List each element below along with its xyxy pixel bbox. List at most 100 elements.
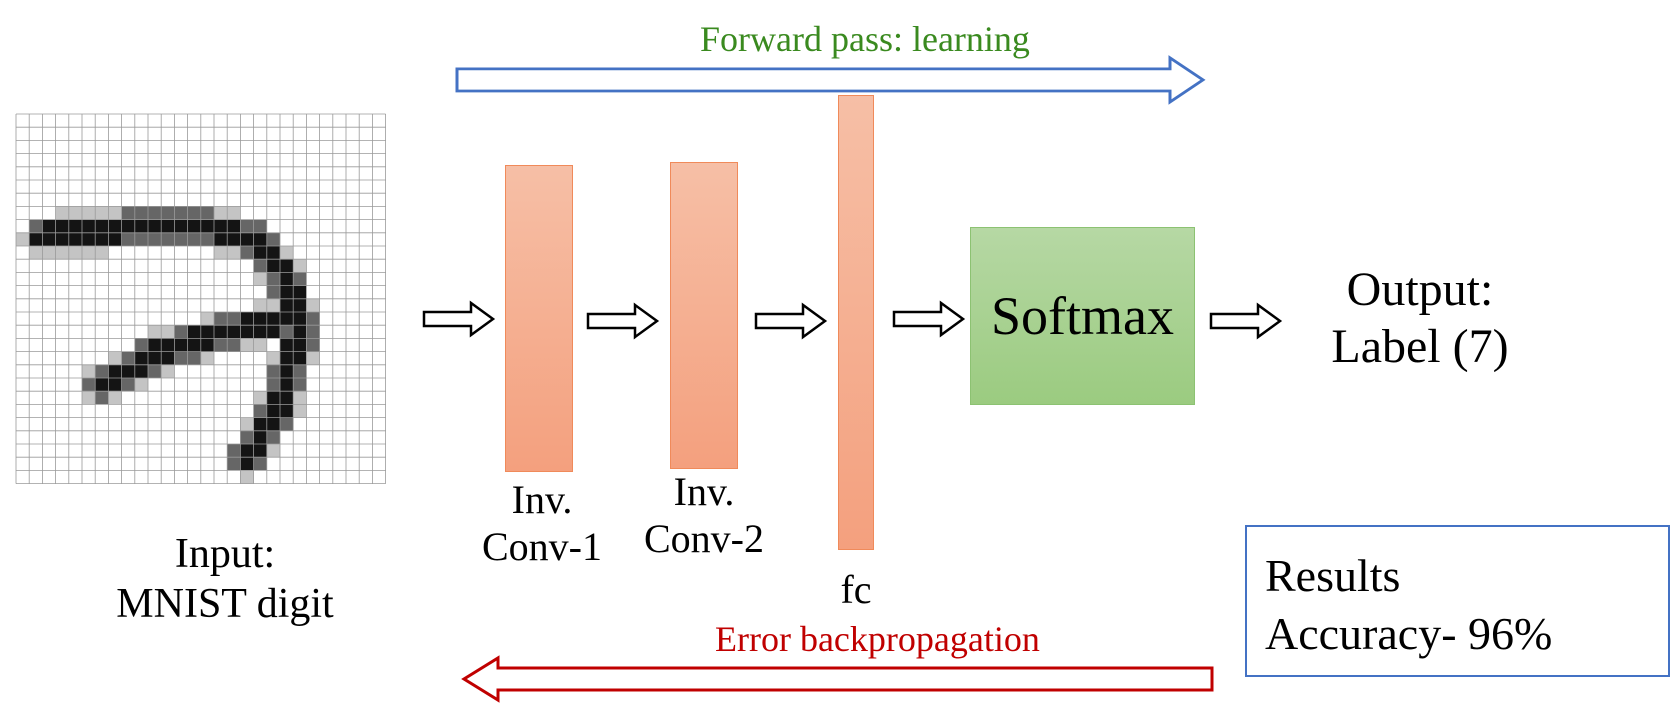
digit-pixel: [280, 378, 294, 392]
digit-pixel: [161, 219, 175, 233]
inv-conv-2-label: Inv. Conv-2: [622, 468, 786, 562]
digit-pixel: [95, 206, 109, 220]
digit-pixel: [227, 325, 241, 339]
digit-pixel: [214, 206, 228, 220]
digit-pixel: [280, 351, 294, 365]
digit-pixel: [253, 338, 267, 352]
flow-arrow-icon: [422, 300, 496, 338]
digit-pixel: [266, 298, 280, 312]
digit-pixel: [161, 338, 175, 352]
digit-pixel: [253, 246, 267, 260]
digit-pixel: [227, 219, 241, 233]
output-label: Output: Label (7): [1310, 262, 1530, 375]
input-label-line1: Input:: [174, 531, 276, 577]
digit-pixel: [108, 364, 122, 378]
digit-pixel: [280, 338, 294, 352]
digit-pixel: [253, 272, 267, 286]
backpropagation-label: Error backpropagation: [715, 619, 1040, 659]
digit-pixel: [148, 219, 162, 233]
digit-pixel: [200, 232, 214, 246]
digit-pixel: [161, 364, 175, 378]
digit-pixel: [42, 232, 56, 246]
inv-conv-1-label-line2: Conv-1: [482, 524, 602, 570]
digit-pixel: [227, 232, 241, 246]
digit-pixel: [240, 246, 254, 260]
digit-pixel: [240, 338, 254, 352]
digit-pixel: [134, 206, 148, 220]
digit-pixel: [293, 338, 307, 352]
flow-arrow-icon: [586, 302, 660, 340]
digit-pixel: [68, 206, 82, 220]
digit-pixel: [95, 378, 109, 392]
digit-pixel: [187, 338, 201, 352]
digit-pixel: [253, 298, 267, 312]
digit-pixel: [293, 298, 307, 312]
digit-pixel: [266, 246, 280, 260]
digit-pixel: [29, 232, 43, 246]
digit-pixel: [174, 325, 188, 339]
digit-pixel: [187, 206, 201, 220]
digit-pixel: [266, 232, 280, 246]
digit-pixel: [108, 351, 122, 365]
digit-pixel: [214, 246, 228, 260]
digit-pixel: [240, 444, 254, 458]
digit-pixel: [266, 391, 280, 405]
backpropagation-arrow-icon: [461, 655, 1214, 703]
output-label-line2: Label (7): [1331, 319, 1509, 373]
digit-pixel: [200, 351, 214, 365]
digit-pixel: [29, 219, 43, 233]
results-box: Results Accuracy- 96%: [1245, 525, 1670, 677]
digit-pixel: [293, 391, 307, 405]
digit-pixel: [134, 219, 148, 233]
digit-pixel: [227, 444, 241, 458]
digit-pixel: [148, 351, 162, 365]
digit-pixel: [253, 325, 267, 339]
digit-pixel: [200, 206, 214, 220]
digit-pixel: [108, 232, 122, 246]
digit-pixel: [293, 364, 307, 378]
softmax-box: Softmax: [970, 227, 1195, 405]
digit-pixel: [200, 219, 214, 233]
digit-pixel: [148, 232, 162, 246]
digit-pixel: [121, 378, 135, 392]
digit-pixel: [280, 246, 294, 260]
digit-pixel: [29, 246, 43, 260]
digit-pixel: [280, 364, 294, 378]
digit-pixel: [95, 391, 109, 405]
digit-pixel: [187, 351, 201, 365]
flow-arrow-icon: [892, 300, 966, 338]
forward-pass-arrow-icon: [455, 55, 1206, 105]
digit-pixel: [240, 325, 254, 339]
digit-pixel: [68, 219, 82, 233]
digit-pixel: [55, 206, 69, 220]
digit-pixel: [95, 219, 109, 233]
digit-pixel: [174, 351, 188, 365]
inv-conv-2-label-line1: Inv.: [673, 469, 735, 514]
digit-pixel: [68, 232, 82, 246]
output-label-line1: Output:: [1346, 263, 1494, 316]
digit-pixel: [148, 364, 162, 378]
digit-pixel: [214, 219, 228, 233]
fc-layer: [838, 95, 874, 550]
digit-pixel: [148, 325, 162, 339]
digit-pixel: [293, 325, 307, 339]
digit-pixel: [266, 259, 280, 273]
digit-pixel: [134, 378, 148, 392]
digit-pixel: [134, 364, 148, 378]
digit-pixel: [306, 298, 320, 312]
digit-pixel: [42, 246, 56, 260]
digit-pixel: [240, 457, 254, 471]
digit-pixel: [293, 404, 307, 418]
results-title: Results: [1265, 550, 1401, 601]
digit-pixel: [253, 457, 267, 471]
digit-pixel: [227, 312, 241, 326]
digit-pixel: [187, 219, 201, 233]
digit-pixel: [134, 351, 148, 365]
digit-pixel: [82, 391, 96, 405]
input-label: Input: MNIST digit: [90, 530, 360, 629]
digit-pixel: [266, 444, 280, 458]
forward-pass-label: Forward pass: learning: [700, 19, 1030, 59]
digit-pixel: [280, 312, 294, 326]
digit-pixel: [214, 338, 228, 352]
digit-pixel: [293, 272, 307, 286]
